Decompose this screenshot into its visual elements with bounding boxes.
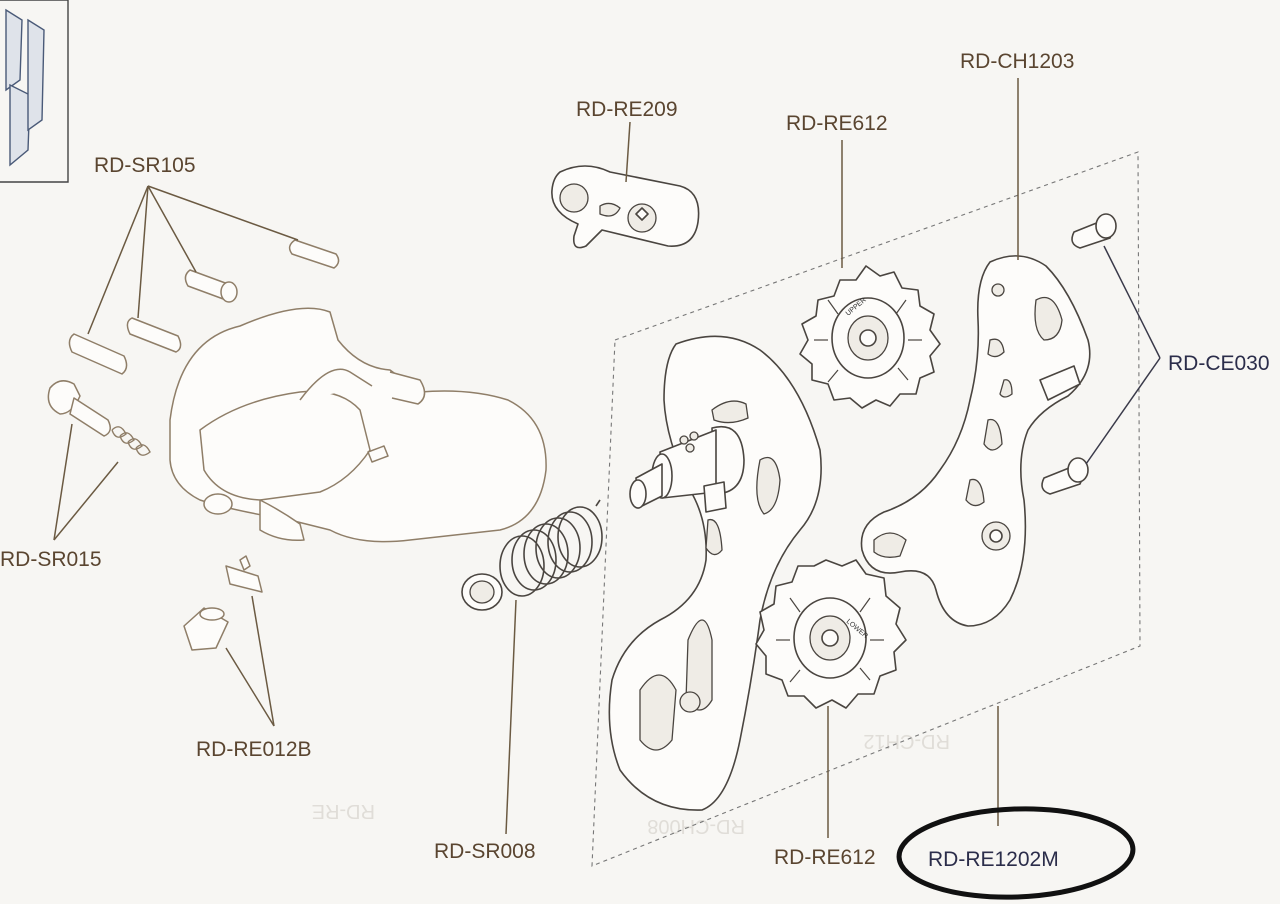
label-rd-re612-top: RD-RE612 <box>786 112 888 135</box>
cage-outline-dashed <box>591 151 1141 867</box>
lead-rd-sr015 <box>53 423 119 541</box>
label-rd-sr105: RD-SR105 <box>94 154 196 177</box>
upper-pulley: UPPER <box>799 265 941 409</box>
rd-ce030-parts <box>1041 213 1117 495</box>
lead-rd-re012b <box>225 595 275 727</box>
outer-cage-plate <box>860 255 1091 627</box>
label-rd-ch1203: RD-CH1203 <box>960 50 1074 73</box>
rd-re209-part <box>551 165 700 249</box>
lead-rd-re209 <box>625 121 631 183</box>
inner-cage-plate <box>608 335 822 811</box>
lead-rd-ce030 <box>1085 245 1161 465</box>
svg-text:RD-CH008: RD-CH008 <box>647 815 745 837</box>
label-rd-sr008: RD-SR008 <box>434 840 536 863</box>
rd-sr015-parts <box>47 380 151 456</box>
rd-sr008-parts <box>461 499 603 611</box>
lead-rd-sr008 <box>505 599 517 835</box>
cassette-partial <box>0 0 69 183</box>
label-rd-re1202m: RD-RE1202M <box>928 848 1059 871</box>
svg-text:RD-CH12: RD-CH12 <box>863 730 950 752</box>
rd-sr105-parts <box>68 239 340 375</box>
lower-pulley: LOWER <box>755 559 907 709</box>
lead-rd-sr105 <box>87 185 299 335</box>
label-rd-re012b: RD-RE012B <box>196 738 312 761</box>
label-rd-re612-bottom: RD-RE612 <box>774 846 876 869</box>
bleed-through-text: RD-RE RD-CH008 RD-CH12 <box>312 730 950 837</box>
label-rd-sr015: RD-SR015 <box>0 548 102 571</box>
rd-re012b-parts <box>183 555 263 651</box>
highlight-ring <box>896 806 1136 900</box>
label-rd-ce030: RD-CE030 <box>1168 352 1270 375</box>
svg-text:RD-RE: RD-RE <box>312 800 375 822</box>
label-rd-re209: RD-RE209 <box>576 98 678 121</box>
derailleur-body <box>169 307 547 543</box>
